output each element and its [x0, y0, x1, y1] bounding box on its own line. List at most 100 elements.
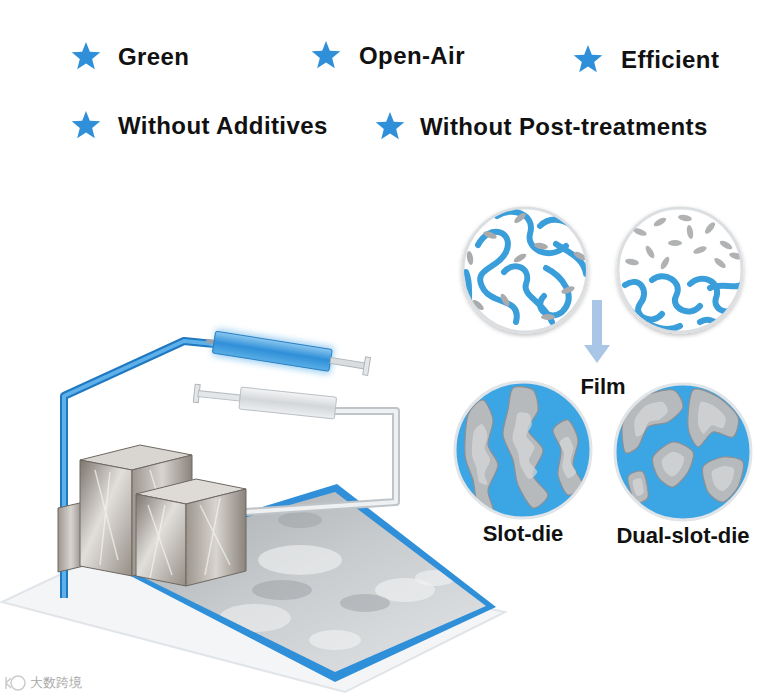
- star-icon: [376, 112, 405, 139]
- film-patch: [340, 594, 390, 612]
- circle-border: [615, 384, 751, 520]
- process-arrow: [584, 345, 610, 363]
- polymer-chain: [540, 220, 582, 238]
- polymer-chain: [710, 284, 742, 288]
- feature-label: Open-Air: [359, 42, 465, 70]
- small-molecule: [652, 216, 667, 228]
- small-molecule: [692, 245, 707, 255]
- separated-solution: [625, 214, 744, 340]
- domain-highlight: [662, 452, 685, 477]
- small-molecule-domain: [652, 442, 693, 487]
- feature-label: Green: [118, 43, 189, 71]
- small-molecule: [659, 255, 671, 270]
- watermark-logo: [11, 676, 25, 690]
- watermark: 大数跨境: [30, 676, 82, 691]
- syringe-plunger: [198, 391, 240, 401]
- small-molecule: [560, 285, 575, 295]
- small-molecule: [471, 298, 486, 312]
- syringe-barrel: [212, 331, 332, 371]
- small-molecule: [512, 252, 527, 264]
- polymer-phase: [615, 384, 751, 520]
- domain-highlight: [472, 424, 490, 485]
- metal-streak: [148, 498, 230, 578]
- process-arrow: [592, 300, 602, 346]
- substrate-rim: [96, 484, 496, 682]
- small-molecule: [466, 251, 474, 266]
- small-molecule-domain: [628, 471, 648, 503]
- coated-film: [104, 492, 486, 672]
- morphology-circle: [610, 381, 756, 523]
- syringe-plunger: [330, 357, 366, 369]
- feature-label: Without Post-treatments: [420, 113, 708, 141]
- syringe-cap: [363, 357, 371, 376]
- polymer-chain: [632, 312, 680, 329]
- small-molecule: [541, 314, 555, 320]
- circle-border: [455, 382, 591, 518]
- star-icon: [312, 41, 341, 68]
- domain-highlight: [698, 402, 726, 434]
- domain-highlight: [712, 466, 735, 491]
- morphology-circle: [452, 379, 594, 521]
- small-molecule-domain: [688, 389, 739, 447]
- syringe-barrel: [239, 387, 337, 419]
- small-molecule: [625, 258, 640, 266]
- star-icon: [574, 45, 603, 72]
- domain-highlight: [560, 437, 577, 478]
- small-molecule: [499, 292, 511, 307]
- small-molecule: [644, 244, 656, 259]
- blue-syringe: [204, 327, 371, 380]
- domain-highlight: [633, 478, 644, 495]
- white-syringe: [193, 382, 337, 419]
- slot-die-front: [136, 494, 186, 586]
- small-molecule: [632, 227, 647, 237]
- small-molecule: [686, 225, 694, 240]
- feature-label: Efficient: [621, 46, 719, 74]
- small-molecule: [728, 251, 743, 260]
- small-molecule-domain: [503, 387, 548, 508]
- morphology-group: [615, 384, 751, 520]
- small-molecule: [718, 239, 733, 251]
- polymer-chain: [478, 232, 517, 322]
- film-patch: [309, 630, 361, 650]
- film-patch: [278, 512, 322, 528]
- node-label: Slot-die: [452, 521, 594, 546]
- small-molecule: [713, 256, 728, 270]
- solution-circle: [618, 208, 742, 332]
- feature-label: Without Additives: [118, 112, 328, 140]
- small-molecule: [678, 214, 693, 222]
- film-patch: [219, 604, 291, 632]
- small-molecule: [482, 230, 497, 240]
- polymer-chain: [466, 272, 478, 322]
- syringe-glow: [212, 328, 335, 374]
- phase-domains: [465, 387, 583, 511]
- polymer-chain: [625, 282, 662, 319]
- small-molecule-domain: [553, 420, 583, 495]
- star-icon: [72, 42, 101, 69]
- phase-domains: [622, 389, 744, 503]
- morphology-group: [455, 382, 591, 518]
- solution-circle: [463, 208, 587, 332]
- white-pipe: [246, 411, 396, 512]
- small-molecule: [513, 211, 528, 225]
- film-patch: [415, 570, 455, 586]
- polymer-chain: [504, 266, 552, 322]
- watermark-logo: [6, 676, 25, 690]
- morphology-node: Slot-die: [452, 379, 594, 546]
- star-icon: [72, 111, 101, 138]
- mixed-solution: [466, 211, 588, 322]
- slot-die-front: [80, 460, 132, 576]
- small-molecule: [534, 242, 549, 250]
- node-label: Dual-slot-die: [610, 523, 756, 548]
- domain-highlight: [512, 412, 537, 479]
- film-patch: [252, 580, 312, 600]
- domain-highlight: [634, 402, 668, 437]
- small-molecule: [703, 221, 717, 236]
- polymer-chain: [700, 320, 723, 340]
- small-molecule: [668, 240, 682, 246]
- watermark-logo: [6, 677, 11, 689]
- stage-label: Film: [580, 374, 625, 399]
- morphology-node: Dual-slot-die: [610, 381, 756, 548]
- white-pipe: [246, 411, 396, 512]
